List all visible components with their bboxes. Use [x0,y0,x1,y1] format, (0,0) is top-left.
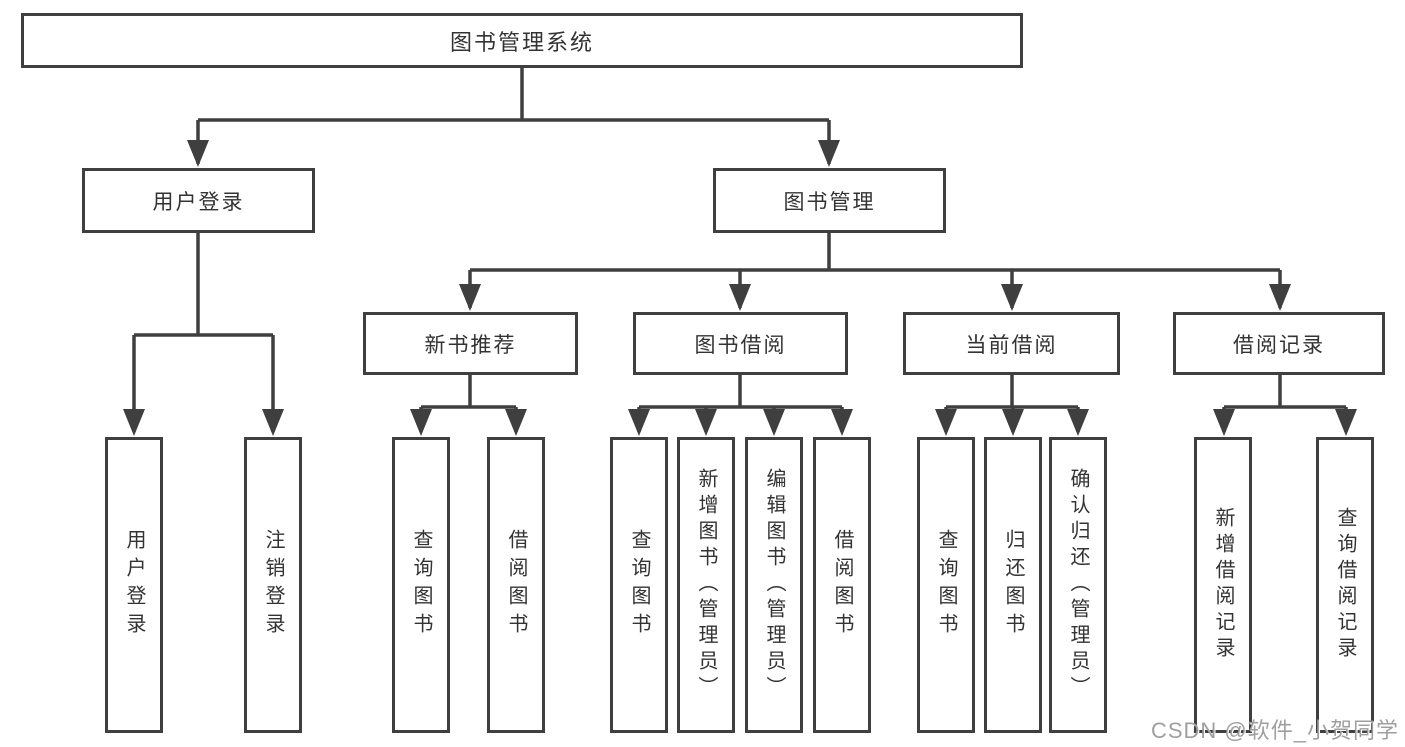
leaf-borrow-books: 借阅图书 [487,437,545,733]
node-library-management-system: 图书管理系统 [21,13,1023,68]
leaf-query-books: 查询图书 [610,437,668,733]
node-new-book-recommendation: 新书推荐 [363,312,578,375]
leaf-label: 确认归还（管理员） [1067,468,1089,702]
node-label: 当前借阅 [965,333,1058,357]
leaf-label: 查询图书 [935,529,957,641]
node-current-borrowing: 当前借阅 [903,312,1120,375]
leaf-add-books-admin: 新增图书（管理员） [677,437,735,733]
leaf-label: 查询借阅记录 [1334,507,1356,663]
leaf-return-books: 归还图书 [984,437,1042,733]
node-label: 图书管理系统 [449,29,594,55]
leaf-label: 新增图书（管理员） [695,468,717,702]
leaf-logout: 注销登录 [244,437,302,733]
node-borrowing-records: 借阅记录 [1173,312,1385,375]
leaf-query-borrow-record: 查询借阅记录 [1316,437,1374,733]
leaf-confirm-return-admin: 确认归还（管理员） [1049,437,1107,733]
node-label: 借阅记录 [1233,333,1325,357]
leaf-label: 用户登录 [123,529,145,641]
node-label: 图书借阅 [694,333,787,357]
leaf-label: 借阅图书 [831,529,853,641]
node-book-management: 图书管理 [713,168,946,233]
node-label: 新书推荐 [424,333,517,357]
leaf-label: 归还图书 [1002,529,1024,641]
node-user-login: 用户登录 [82,168,315,233]
leaf-label: 查询图书 [410,529,432,641]
leaf-label: 借阅图书 [505,529,527,641]
leaf-edit-books-admin: 编辑图书（管理员） [745,437,803,733]
node-label: 用户登录 [152,190,245,214]
leaf-label: 新增借阅记录 [1212,507,1234,663]
leaf-query-books: 查询图书 [392,437,450,733]
leaf-borrow-books: 借阅图书 [813,437,871,733]
leaf-user-login: 用户登录 [105,437,163,733]
leaf-add-borrow-record: 新增借阅记录 [1194,437,1252,733]
watermark: CSDN @软件_小贺同学 [1150,718,1399,743]
leaf-query-books: 查询图书 [917,437,975,733]
leaf-label: 编辑图书（管理员） [763,468,785,702]
node-label: 图书管理 [783,190,876,214]
leaf-label: 注销登录 [262,529,284,641]
leaf-label: 查询图书 [628,529,650,641]
node-book-borrowing: 图书借阅 [633,312,848,375]
